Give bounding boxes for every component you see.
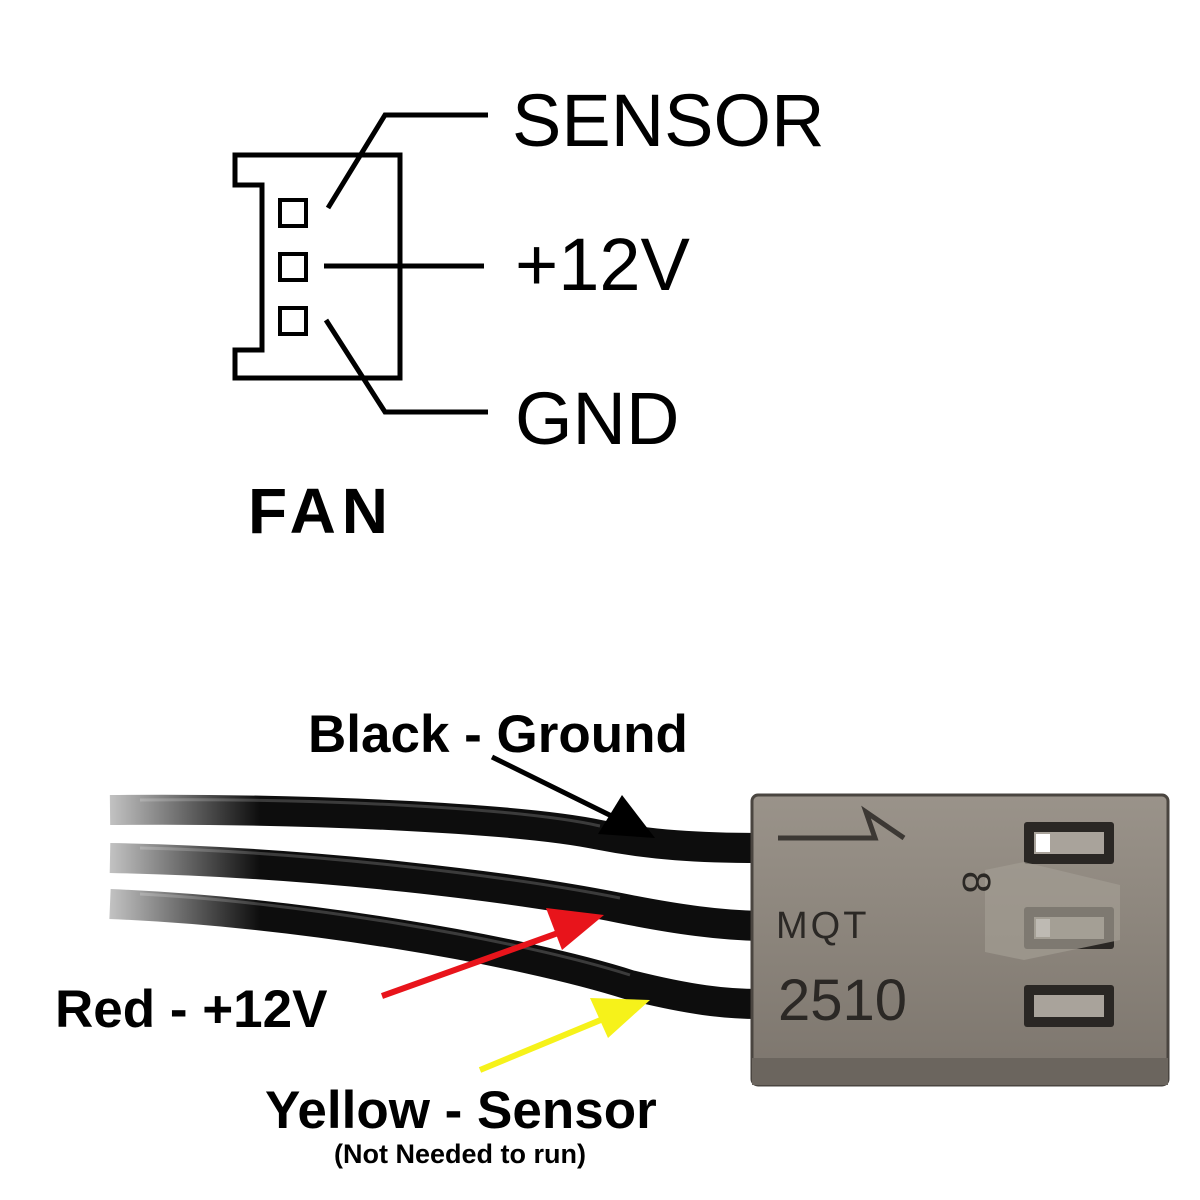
callout-yellow-sensor: Yellow - Sensor <box>265 1081 657 1140</box>
connector-digit: 8 <box>954 871 998 893</box>
callout-yellow-note: (Not Needed to run) <box>334 1139 586 1169</box>
pin-label-gnd: GND <box>515 377 679 460</box>
black-callout-arrowhead <box>598 795 655 838</box>
pinout-schematic: SENSOR +12V GND FAN <box>232 79 825 547</box>
pin-label-sensor: SENSOR <box>512 79 825 162</box>
connector-housing: 8 MQT 2510 <box>750 793 1170 1087</box>
contact-slot-top <box>1024 822 1114 864</box>
connector-marking-2510: 2510 <box>778 968 907 1033</box>
locking-ramp <box>985 862 1120 960</box>
fan-header-outline <box>232 152 403 381</box>
contact-slot-bottom <box>1024 985 1114 1027</box>
connector-photo: 8 MQT 2510 <box>60 770 1170 1087</box>
red-callout-arrow <box>380 925 574 999</box>
pin-label-12v: +12V <box>515 223 691 306</box>
red-callout-arrowhead <box>546 908 604 950</box>
wire-callouts: Black - Ground Red - +12V Yellow - Senso… <box>55 705 688 1169</box>
wire-fade <box>60 770 260 940</box>
fan-title: FAN <box>248 475 394 547</box>
yellow-callout-arrowhead <box>590 998 650 1038</box>
sensor-leader-line <box>325 112 488 210</box>
pin-12v-pad <box>278 252 308 282</box>
connector-marking-mqt: MQT <box>776 905 869 947</box>
pin-sensor-pad <box>278 198 308 228</box>
callout-black-ground: Black - Ground <box>308 705 688 764</box>
gnd-leader-line <box>323 318 488 415</box>
pin1-arrow-mark <box>778 805 906 841</box>
yellow-callout-arrow <box>478 1009 622 1073</box>
pin-gnd-pad <box>278 306 308 336</box>
callout-red-12v: Red - +12V <box>55 980 327 1039</box>
